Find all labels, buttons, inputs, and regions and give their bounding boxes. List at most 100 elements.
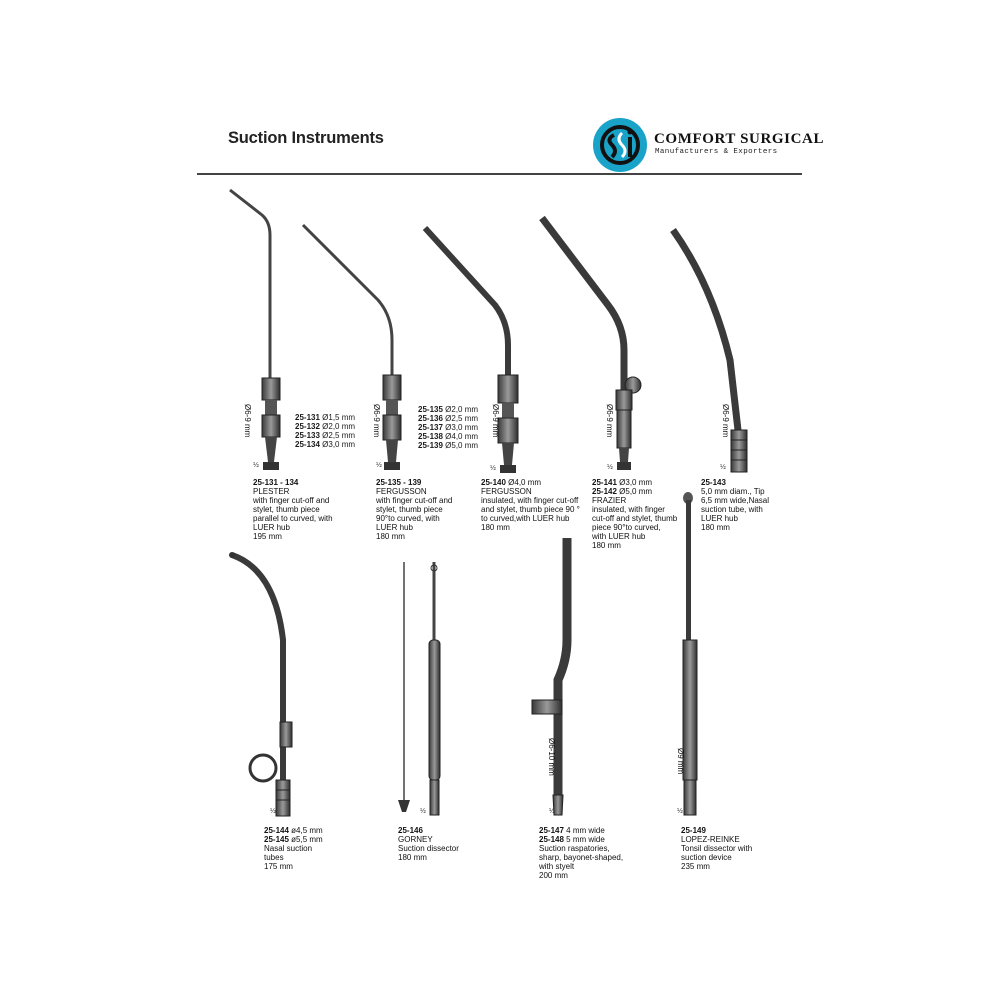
fergusson-suction-tube-icon: [301, 223, 402, 470]
fergusson-a-shaft-diameter: Ø6-9 mm: [372, 404, 381, 438]
plester-name: PLESTER: [253, 487, 290, 496]
raspatory-desc-line: with styelt: [539, 862, 575, 871]
plester-code-list: 25-131 Ø1,5 mm 25-132 Ø2,0 mm 25-133 Ø2,…: [295, 413, 355, 449]
brand-tagline: Manufacturers & Exporters: [655, 148, 778, 156]
nasal-143-code: 25-143: [701, 478, 726, 487]
plester-suction-tube-icon: [229, 188, 281, 470]
nasal-suction-tube-ring-icon: [229, 552, 293, 817]
plester-shaft-diameter: Ø6-9 mm: [243, 404, 252, 438]
suction-raspatory-icon: [531, 538, 572, 816]
code-row: 25-147 4 mm wide: [539, 826, 605, 835]
lopez-shaft-diameter: Ø9 mm: [676, 748, 685, 775]
gorney-suction-dissector-icon: [398, 562, 441, 816]
comfort-surgical-logo-icon: [593, 118, 647, 172]
nasal-143-scale: ½: [720, 464, 726, 471]
gorney-code: 25-146: [398, 826, 423, 835]
nasal-144-length: 175 mm: [264, 862, 293, 871]
fergusson-b-desc-line: to curved,with LUER hub: [481, 514, 570, 523]
header-divider: [197, 173, 802, 175]
code-row: 25-135 Ø2,0 mm: [418, 405, 479, 414]
lopez-code: 25-149: [681, 826, 706, 835]
fergusson-a-desc-line: 90°to curved, with: [376, 514, 440, 523]
fergusson-b-caption: 25-140 Ø4,0 mm FERGUSSON insulated, with…: [481, 478, 591, 532]
raspatory-caption: 25-147 4 mm wide 25-148 5 mm wide Suctio…: [539, 826, 649, 880]
frazier-shaft-diameter: Ø6-9 mm: [605, 404, 614, 438]
nasal-suction-tube-icon: [670, 227, 748, 473]
fergusson-a-length: 180 mm: [376, 532, 405, 541]
lopez-length: 235 mm: [681, 862, 710, 871]
plester-caption: 25-131 - 134 PLESTER with finger cut-off…: [253, 478, 353, 541]
fergusson-a-desc-line: LUER hub: [376, 523, 413, 532]
nasal-143-desc-line: suction tube, with: [701, 505, 763, 514]
plester-desc-line: LUER hub: [253, 523, 290, 532]
code-row: 25-139 Ø5,0 mm: [418, 441, 479, 450]
nasal-144-desc-line: Nasal suction: [264, 844, 313, 853]
frazier-caption: 25-141 Ø3,0 mm 25-142 Ø5,0 mm FRAZIER in…: [592, 478, 692, 550]
raspatory-scale: ½: [549, 808, 555, 815]
code-row: 25-144 ø4,5 mm: [264, 826, 323, 835]
fergusson-a-range: 25-135 - 139: [376, 478, 422, 487]
frazier-name: FRAZIER: [592, 496, 627, 505]
plester-desc-line: parallel to curved, with: [253, 514, 333, 523]
code-row: 25-142 Ø5,0 mm: [592, 487, 653, 496]
code-row: 25-131 Ø1,5 mm: [295, 413, 356, 422]
nasal-143-desc-line: LUER hub: [701, 514, 738, 523]
fergusson-a-name: FERGUSSON: [376, 487, 427, 496]
gorney-desc-line: Suction dissector: [398, 844, 459, 853]
lopez-desc-line: Tonsil dissector with: [681, 844, 753, 853]
code-row: 25-148 5 mm wide: [539, 835, 605, 844]
lopez-desc-line: suction device: [681, 853, 732, 862]
plester-desc-line: stylet, thumb piece: [253, 505, 320, 514]
fergusson-insulated-suction-tube-icon: [422, 225, 519, 473]
raspatory-desc-line: Suction raspatories,: [539, 844, 610, 853]
fergusson-a-desc-line: with finger cut-off and: [376, 496, 453, 505]
nasal-143-shaft-diameter: Ø6-9 mm: [721, 404, 730, 438]
plester-scale: ½: [253, 462, 259, 469]
nasal-143-desc-line: 5,0 mm diam., Tip: [701, 487, 765, 496]
lopez-reinke-tonsil-dissector-icon: [682, 492, 698, 816]
code-row: 25-136 Ø2,5 mm: [418, 414, 479, 423]
fergusson-b-code: 25-140 Ø4,0 mm: [481, 478, 542, 487]
frazier-desc-line: piece 90°to curved,: [592, 523, 661, 532]
lopez-name: LOPEZ-REINKE: [681, 835, 740, 844]
gorney-caption: 25-146 GORNEY Suction dissector 180 mm: [398, 826, 498, 862]
lopez-caption: 25-149 LOPEZ-REINKE Tonsil dissector wit…: [681, 826, 791, 871]
gorney-name: GORNEY: [398, 835, 433, 844]
raspatory-desc-line: sharp, bayonet-shaped,: [539, 853, 624, 862]
fergusson-b-scale: ½: [490, 465, 496, 472]
plester-length: 195 mm: [253, 532, 282, 541]
code-row: 25-133 Ø2,5 mm: [295, 431, 356, 440]
fergusson-a-desc-line: stylet, thumb piece: [376, 505, 443, 514]
frazier-desc-line: with LUER hub: [592, 532, 646, 541]
fergusson-b-name: FERGUSSON: [481, 487, 532, 496]
frazier-desc-line: cut-off and stylet, thumb: [592, 514, 678, 523]
nasal-143-desc-line: 6,5 mm wide,Nasal: [701, 496, 770, 505]
raspatory-shaft-diameter: Ø6-10 mm: [547, 738, 556, 776]
fergusson-a-caption: 25-135 - 139 FERGUSSON with finger cut-o…: [376, 478, 476, 541]
raspatory-length: 200 mm: [539, 871, 568, 880]
nasal-144-desc-line: tubes: [264, 853, 284, 862]
code-row: 25-132 Ø2,0 mm: [295, 422, 356, 431]
code-row: 25-141 Ø3,0 mm: [592, 478, 653, 487]
frazier-suction-tube-icon: [539, 215, 642, 470]
code-row: 25-145 ø5,5 mm: [264, 835, 323, 844]
fergusson-b-desc-line: insulated, with finger cut-off: [481, 496, 579, 505]
nasal-143-caption: 25-143 5,0 mm diam., Tip 6,5 mm wide,Nas…: [701, 478, 801, 532]
fergusson-b-desc-line: and stylet, thumb piece 90 °: [481, 505, 580, 514]
frazier-length: 180 mm: [592, 541, 621, 550]
plester-range: 25-131 - 134: [253, 478, 299, 487]
fergusson-a-code-list: 25-135 Ø2,0 mm 25-136 Ø2,5 mm 25-137 Ø3,…: [418, 405, 478, 450]
nasal-143-length: 180 mm: [701, 523, 730, 532]
brand-name: COMFORT SURGICAL: [654, 131, 825, 147]
code-row: 25-134 Ø3,0 mm: [295, 440, 356, 449]
frazier-desc-line: insulated, with finger: [592, 505, 665, 514]
fergusson-b-shaft-diameter: Ø6-9 mm: [491, 404, 500, 438]
page-title: Suction Instruments: [228, 129, 384, 147]
plester-desc-line: with finger cut-off and: [253, 496, 330, 505]
nasal-144-caption: 25-144 ø4,5 mm 25-145 ø5,5 mm Nasal suct…: [264, 826, 364, 871]
code-row: 25-138 Ø4,0 mm: [418, 432, 479, 441]
lopez-scale: ½: [677, 808, 683, 815]
fergusson-a-scale: ½: [376, 462, 382, 469]
gorney-length: 180 mm: [398, 853, 427, 862]
